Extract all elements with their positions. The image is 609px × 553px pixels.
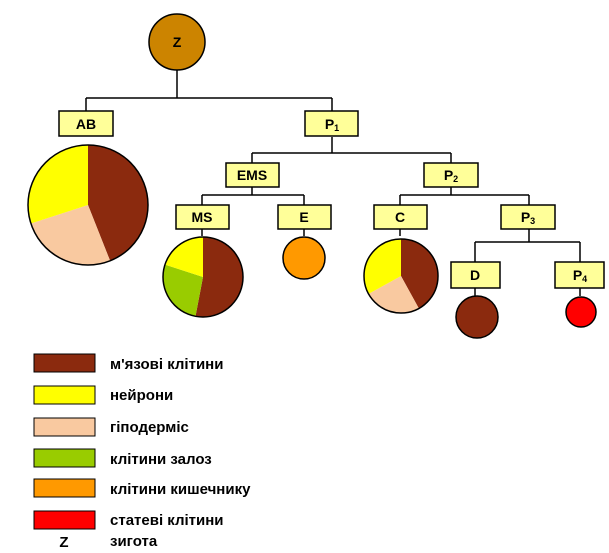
lineage-connectors [85, 69, 581, 296]
node-d-box [450, 261, 501, 289]
node-p2-box [423, 162, 479, 188]
node-e-label: E [299, 209, 308, 225]
node-p4-box [554, 261, 605, 289]
pie-c-slice-neurons [364, 239, 401, 294]
pie-ab-outline [27, 144, 149, 266]
pie-ab-slice-muscle [88, 145, 149, 261]
node-c-label: C [395, 209, 405, 225]
node-ems-box [225, 162, 280, 188]
zygote-node [148, 13, 206, 71]
node-p2-label: P2 [444, 167, 458, 184]
circle-p4-germ [565, 296, 597, 328]
node-ms-box [175, 204, 230, 230]
node-c-box [373, 204, 428, 230]
circle-d-muscle [455, 295, 499, 339]
pie-c-outline [363, 238, 439, 314]
legend-swatch-hypodermis [33, 417, 96, 437]
legend-swatch-glands [33, 448, 96, 468]
zygote-label: Z [173, 34, 182, 50]
node-ab-label: AB [76, 116, 96, 132]
node-p3-box [500, 204, 556, 230]
node-ems-label: EMS [237, 167, 267, 183]
node-e-box [277, 204, 332, 230]
legend-label-intestine: клітини кишечнику [110, 481, 251, 498]
pie-c [363, 238, 439, 314]
node-p4-label: P4 [573, 267, 587, 284]
pie-ms-outline [162, 236, 244, 318]
pie-ab-slice-neurons [28, 145, 88, 224]
pie-ab-slice-hypodermis [30, 205, 111, 266]
legend-label-neurons: нейрони [110, 387, 173, 404]
legend-zygote-symbol: Z [59, 534, 68, 551]
node-p1-box [304, 110, 359, 137]
legend-label-hypodermis: гіподерміс [110, 419, 189, 436]
pie-c-slice-hypodermis [368, 276, 419, 313]
legend-label-germ: статеві клітини [110, 512, 224, 529]
node-ms-label: MS [192, 209, 213, 225]
circle-e-intestine [282, 236, 326, 280]
legend-label-glands: клітини залоз [110, 451, 212, 468]
node-p3-label: P3 [521, 209, 535, 226]
node-ab-box [58, 110, 114, 137]
legend: м'язові клітини нейрони гіподерміс кліти… [33, 353, 251, 551]
node-p1-label: P1 [325, 116, 339, 133]
legend-swatch-neurons [33, 385, 96, 405]
pie-ms-slice-muscle [195, 237, 244, 317]
legend-label-muscle: м'язові клітини [110, 356, 223, 373]
pie-ms [162, 236, 244, 318]
node-d-label: D [470, 267, 480, 283]
legend-label-zygote: зигота [110, 533, 158, 550]
pie-ms-slice-neurons [164, 237, 203, 277]
legend-swatch-intestine [33, 478, 96, 498]
pie-c-slice-muscle [401, 239, 438, 309]
pie-ab [27, 144, 149, 266]
legend-swatch-muscle [33, 353, 96, 373]
legend-swatch-germ [33, 510, 96, 530]
